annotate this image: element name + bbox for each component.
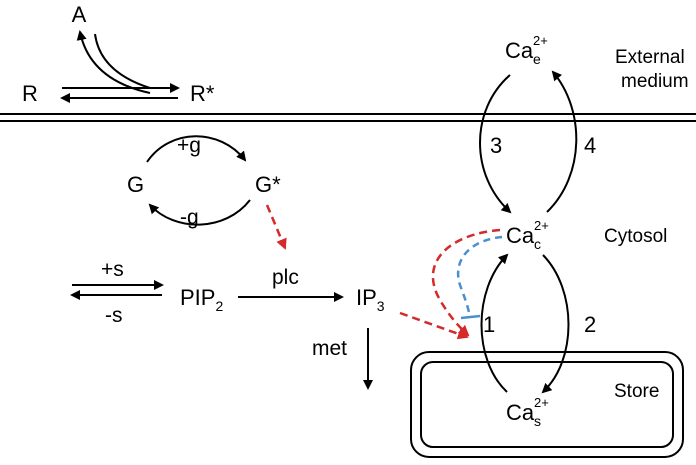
calcium-store-label: Ca2+s xyxy=(506,395,549,429)
flux-2-arrow xyxy=(541,254,570,394)
pip2-degradation-label: -s xyxy=(105,304,123,327)
g-deactivation-rate-label: -g xyxy=(180,206,199,229)
metabolism-label: met xyxy=(312,337,347,360)
flux-1-label: 1 xyxy=(483,312,495,337)
external-medium-label-line2: medium xyxy=(621,71,689,92)
store-label: Store xyxy=(614,381,659,402)
ip3-label: IP3 xyxy=(356,285,385,314)
gstar-to-plc-arrow xyxy=(265,204,287,250)
receptor-active-label: R* xyxy=(190,81,215,106)
agonist-release-curve xyxy=(94,33,151,89)
flux-1-arrow xyxy=(480,253,509,393)
pip2-synthesis-label: +s xyxy=(101,258,124,281)
g-active-label: G* xyxy=(255,172,281,197)
calcium-external-label: Ca2+e xyxy=(505,33,548,67)
ip3-activation-arrow xyxy=(399,311,469,340)
pip2-label: PIP2 xyxy=(180,285,223,314)
calcium-feedback-activation-arrow xyxy=(431,228,501,337)
plc-label: plc xyxy=(272,266,299,289)
calcium-cytosol-label: Ca2+c xyxy=(506,218,549,252)
store-inner-wall xyxy=(420,361,674,448)
flux-4-arrow xyxy=(546,70,578,213)
agonist-label: A xyxy=(72,2,87,27)
g-activation-arrow xyxy=(146,135,247,163)
flux-3-arrow xyxy=(479,74,512,214)
inhibition-bar xyxy=(460,314,481,320)
store-outer-wall xyxy=(410,351,684,458)
agonist-binding-arrow xyxy=(76,30,151,94)
calcium-feedback-inhibition-arrow xyxy=(456,235,503,318)
g-deactivation-arrow xyxy=(148,199,251,226)
flux-4-label: 4 xyxy=(584,133,596,158)
receptor-inactive-label: R xyxy=(22,81,38,106)
flux-3-label: 3 xyxy=(490,133,502,158)
flux-2-label: 2 xyxy=(584,312,596,337)
external-medium-label-line1: External xyxy=(615,47,685,68)
cytosol-label: Cytosol xyxy=(604,226,667,247)
g-inactive-label: G xyxy=(127,172,144,197)
g-activation-rate-label: +g xyxy=(177,134,201,157)
